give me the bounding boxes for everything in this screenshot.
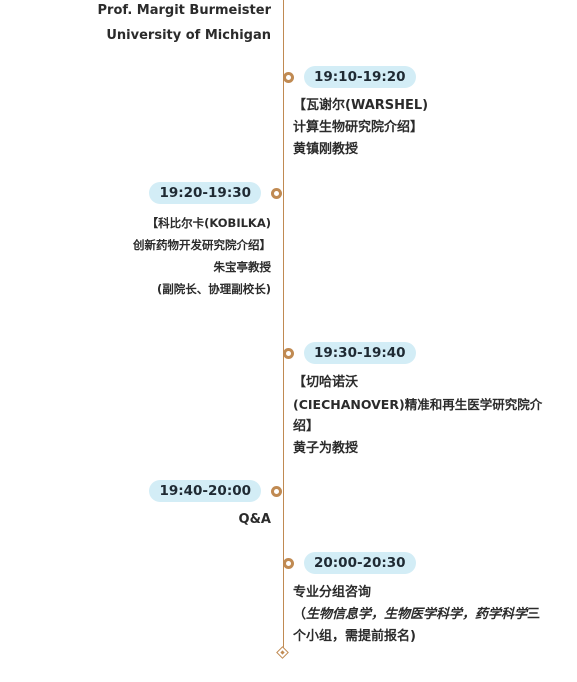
session-speaker: 黄子为教授 [293, 441, 359, 456]
session-speaker: 朱宝亭教授 [213, 260, 272, 274]
timeline-dot-icon [283, 348, 294, 359]
session-title-line: 计算生物研究院介绍】 [293, 120, 424, 135]
speaker-affiliation: University of Michigan [106, 28, 271, 43]
session-title-line: 【切哈诺沃 [293, 375, 359, 390]
session-note-line: （生物信息学，生物医学科学，药学科学三 [293, 604, 540, 626]
session-time-pill: 19:40-20:00 [149, 480, 261, 502]
session-details: 【科比尔卡(KOBILKA) 创新药物开发研究院介绍】 朱宝亭教授 (副院长、协… [133, 212, 271, 300]
session-details: 专业分组咨询 （生物信息学，生物医学科学，药学科学三 个小组，需提前报名) [293, 582, 540, 648]
timeline-end-diamond-icon [276, 646, 289, 659]
note-paren-open: （ [293, 607, 307, 622]
session-time-pill: 19:10-19:20 [304, 66, 416, 88]
session-details: 【切哈诺沃 (CIECHANOVER)精准和再生医学研究院介 绍】 黄子为教授 [293, 372, 542, 460]
session-title-line: 专业分组咨询 [293, 585, 372, 600]
session-title-line: Q&A [238, 512, 271, 527]
session-title-line: 【瓦谢尔(WARSHEL) [293, 98, 429, 113]
session-title-line: (CIECHANOVER)精准和再生医学研究院介 [293, 397, 543, 412]
timeline-line [283, 0, 284, 652]
timeline-dot-icon [283, 558, 294, 569]
session-time-pill: 20:00-20:30 [304, 552, 416, 574]
timeline-dot-icon [283, 72, 294, 83]
session-title-line: 【科比尔卡(KOBILKA) [146, 216, 271, 230]
timeline-dot-icon [271, 486, 282, 497]
note-groups: 生物信息学，生物医学科学，药学科学 [306, 607, 528, 622]
session-title-line: 绍】 [293, 419, 320, 434]
session-note-line: 个小组，需提前报名) [293, 629, 416, 644]
note-text: 三 [527, 607, 541, 622]
session-details: 【瓦谢尔(WARSHEL) 计算生物研究院介绍】 黄镇刚教授 [293, 95, 428, 161]
session-details: Q&A [239, 509, 271, 531]
prev-session-info: Prof. Margit Burmeister University of Mi… [98, 0, 271, 48]
speaker-name: Prof. Margit Burmeister [97, 3, 271, 18]
session-speaker-role: (副院长、协理副校长) [156, 282, 271, 296]
session-speaker: 黄镇刚教授 [293, 142, 359, 157]
session-time-pill: 19:30-19:40 [304, 342, 416, 364]
session-title-line: 创新药物开发研究院介绍】 [133, 238, 271, 252]
timeline-dot-icon [271, 188, 282, 199]
session-time-pill: 19:20-19:30 [149, 182, 261, 204]
